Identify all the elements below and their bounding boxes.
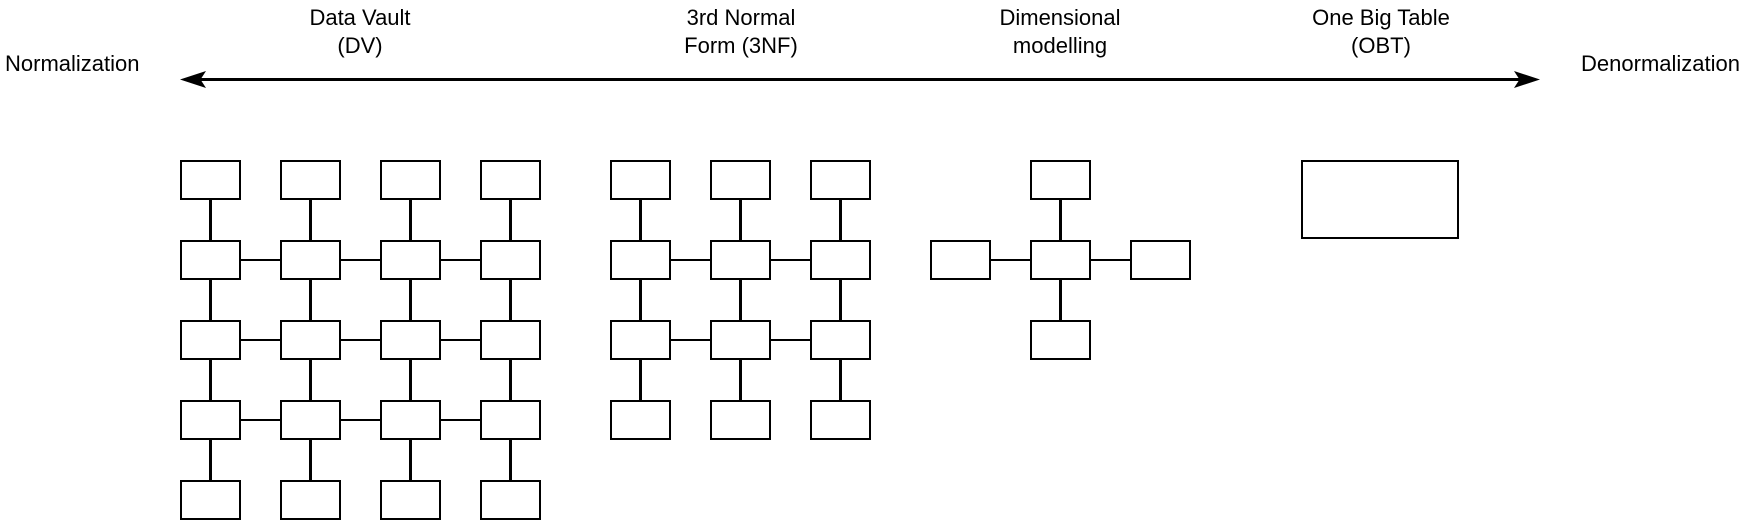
link-dimensional: [991, 258, 1030, 262]
link-data-vault: [309, 360, 312, 400]
table-box-third-normal-form: [810, 160, 871, 200]
table-box-third-normal-form: [810, 240, 871, 280]
link-data-vault: [441, 338, 480, 342]
link-third-normal-form: [671, 338, 710, 342]
approach-label-data-vault: Data Vault (DV): [309, 4, 410, 60]
table-box-data-vault: [380, 400, 441, 440]
dimension-table-box-left: [930, 240, 991, 280]
link-data-vault: [509, 440, 512, 480]
link-data-vault: [341, 258, 380, 262]
double-arrow-icon: [180, 71, 1540, 88]
fact-table-box-dimensional: [1030, 240, 1091, 280]
link-third-normal-form: [739, 280, 742, 320]
table-box-third-normal-form: [710, 400, 771, 440]
table-box-data-vault: [280, 240, 341, 280]
link-data-vault: [509, 280, 512, 320]
arrowhead-right-icon: [1514, 71, 1540, 88]
table-box-third-normal-form: [810, 400, 871, 440]
table-box-data-vault: [480, 320, 541, 360]
link-dimensional: [1091, 258, 1130, 262]
table-box-third-normal-form: [610, 400, 671, 440]
table-box-data-vault: [180, 160, 241, 200]
link-third-normal-form: [839, 280, 842, 320]
denormalization-label: Denormalization: [1581, 51, 1740, 76]
table-box-data-vault: [180, 480, 241, 520]
approach-label-line: Form (3NF): [684, 33, 798, 58]
table-box-data-vault: [280, 320, 341, 360]
approach-label-line: modelling: [1012, 33, 1108, 58]
table-box-data-vault: [180, 400, 241, 440]
table-box-data-vault: [380, 240, 441, 280]
link-data-vault: [309, 200, 312, 240]
link-data-vault: [409, 360, 412, 400]
table-box-data-vault: [380, 160, 441, 200]
link-third-normal-form: [671, 258, 710, 262]
link-third-normal-form: [739, 200, 742, 240]
big-table-box-one-big-table: [1301, 160, 1459, 239]
link-third-normal-form: [639, 280, 642, 320]
approach-label-line: One Big Table: [1312, 5, 1450, 30]
link-data-vault: [509, 360, 512, 400]
table-box-third-normal-form: [710, 240, 771, 280]
approach-label-line: 3rd Normal: [686, 5, 796, 30]
link-data-vault: [409, 280, 412, 320]
dimension-table-box-right: [1130, 240, 1191, 280]
table-box-data-vault: [180, 240, 241, 280]
link-data-vault: [509, 200, 512, 240]
link-dimensional: [1059, 200, 1062, 240]
link-data-vault: [209, 280, 212, 320]
table-box-third-normal-form: [610, 240, 671, 280]
table-box-data-vault: [480, 240, 541, 280]
link-data-vault: [309, 280, 312, 320]
dimension-table-box-top: [1030, 160, 1091, 200]
link-data-vault: [209, 360, 212, 400]
link-third-normal-form: [839, 200, 842, 240]
link-data-vault: [409, 440, 412, 480]
link-third-normal-form: [639, 200, 642, 240]
approach-label-line: (DV): [337, 33, 383, 58]
table-box-data-vault: [480, 480, 541, 520]
table-box-data-vault: [280, 480, 341, 520]
approach-label-3nf: 3rd Normal Form (3NF): [684, 4, 798, 60]
table-box-third-normal-form: [610, 160, 671, 200]
approach-label-dimensional: Dimensional modelling: [999, 4, 1120, 60]
approach-label-line: Dimensional: [999, 5, 1121, 30]
link-data-vault: [441, 258, 480, 262]
table-box-data-vault: [180, 320, 241, 360]
table-box-third-normal-form: [810, 320, 871, 360]
link-third-normal-form: [771, 258, 810, 262]
link-data-vault: [241, 258, 280, 262]
link-third-normal-form: [639, 360, 642, 400]
normalization-label: Normalization: [5, 51, 140, 76]
link-data-vault: [409, 200, 412, 240]
link-third-normal-form: [739, 360, 742, 400]
link-data-vault: [441, 418, 480, 422]
link-data-vault: [241, 338, 280, 342]
link-data-vault: [309, 440, 312, 480]
table-box-data-vault: [280, 160, 341, 200]
link-third-normal-form: [839, 360, 842, 400]
table-box-data-vault: [480, 400, 541, 440]
link-dimensional: [1059, 280, 1062, 320]
table-box-data-vault: [280, 400, 341, 440]
table-box-third-normal-form: [710, 160, 771, 200]
link-data-vault: [209, 200, 212, 240]
link-data-vault: [241, 418, 280, 422]
link-third-normal-form: [771, 338, 810, 342]
table-box-data-vault: [380, 320, 441, 360]
dimension-table-box-bottom: [1030, 320, 1091, 360]
table-box-third-normal-form: [610, 320, 671, 360]
table-box-data-vault: [380, 480, 441, 520]
arrowhead-left-icon: [180, 71, 206, 88]
approach-label-line: Data Vault: [309, 5, 411, 30]
link-data-vault: [209, 440, 212, 480]
link-data-vault: [341, 418, 380, 422]
approach-label-line: (OBT): [1351, 33, 1411, 58]
table-box-third-normal-form: [710, 320, 771, 360]
table-box-data-vault: [480, 160, 541, 200]
approach-label-obt: One Big Table (OBT): [1312, 4, 1450, 60]
link-data-vault: [341, 338, 380, 342]
